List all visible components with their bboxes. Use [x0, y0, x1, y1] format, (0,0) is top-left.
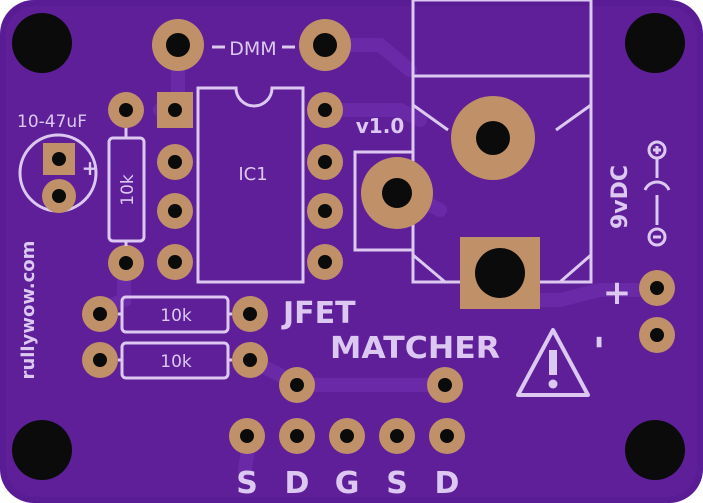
resistor-top-label: 10k: [160, 306, 192, 326]
power-pads: [639, 270, 675, 353]
version-label: v1.0: [356, 114, 404, 138]
ic1-label: IC1: [238, 164, 267, 185]
capacitor-label: 10-47uF: [17, 112, 87, 132]
jfet-socket-top-pads: [279, 367, 463, 403]
mounting-hole-top-left: [12, 13, 72, 73]
ic1-outline: [196, 86, 305, 284]
mounting-hole-bottom-left: [12, 420, 72, 480]
pin-label-g: G: [335, 466, 360, 501]
capacitor: [18, 133, 98, 213]
dc-polarity-icon: [643, 140, 671, 247]
mounting-hole-top-right: [625, 13, 685, 73]
voltage-label: 9vDC: [608, 165, 633, 229]
ic1-pins: [157, 92, 343, 280]
dmm-label: DMM: [229, 38, 276, 60]
pin-label-s1: S: [236, 466, 258, 501]
jfet-socket-pins: [229, 418, 465, 454]
dmm-connector: [152, 19, 351, 71]
power-minus-label: -: [578, 335, 618, 349]
pin-label-d2: D: [435, 466, 460, 501]
title-matcher: MATCHER: [330, 331, 500, 366]
pin-label-d1: D: [285, 466, 310, 501]
mounting-holes: [12, 13, 685, 480]
resistor-top: [82, 295, 268, 334]
resistor-bottom: [82, 341, 268, 380]
website-label: rullywow.com: [18, 241, 39, 380]
pin-label-s2: S: [386, 466, 408, 501]
resistor-vertical: [107, 92, 146, 281]
title-jfet: JFET: [281, 296, 356, 331]
capacitor-plus: +: [82, 156, 99, 180]
warning-triangle-icon: [516, 328, 590, 397]
mounting-hole-bottom-right: [625, 420, 685, 480]
resistor-bottom-label: 10k: [160, 352, 192, 372]
dc-jack-pads: [361, 96, 540, 309]
power-plus-label: +: [603, 273, 632, 313]
resistor-vertical-label: 10k: [118, 174, 138, 206]
